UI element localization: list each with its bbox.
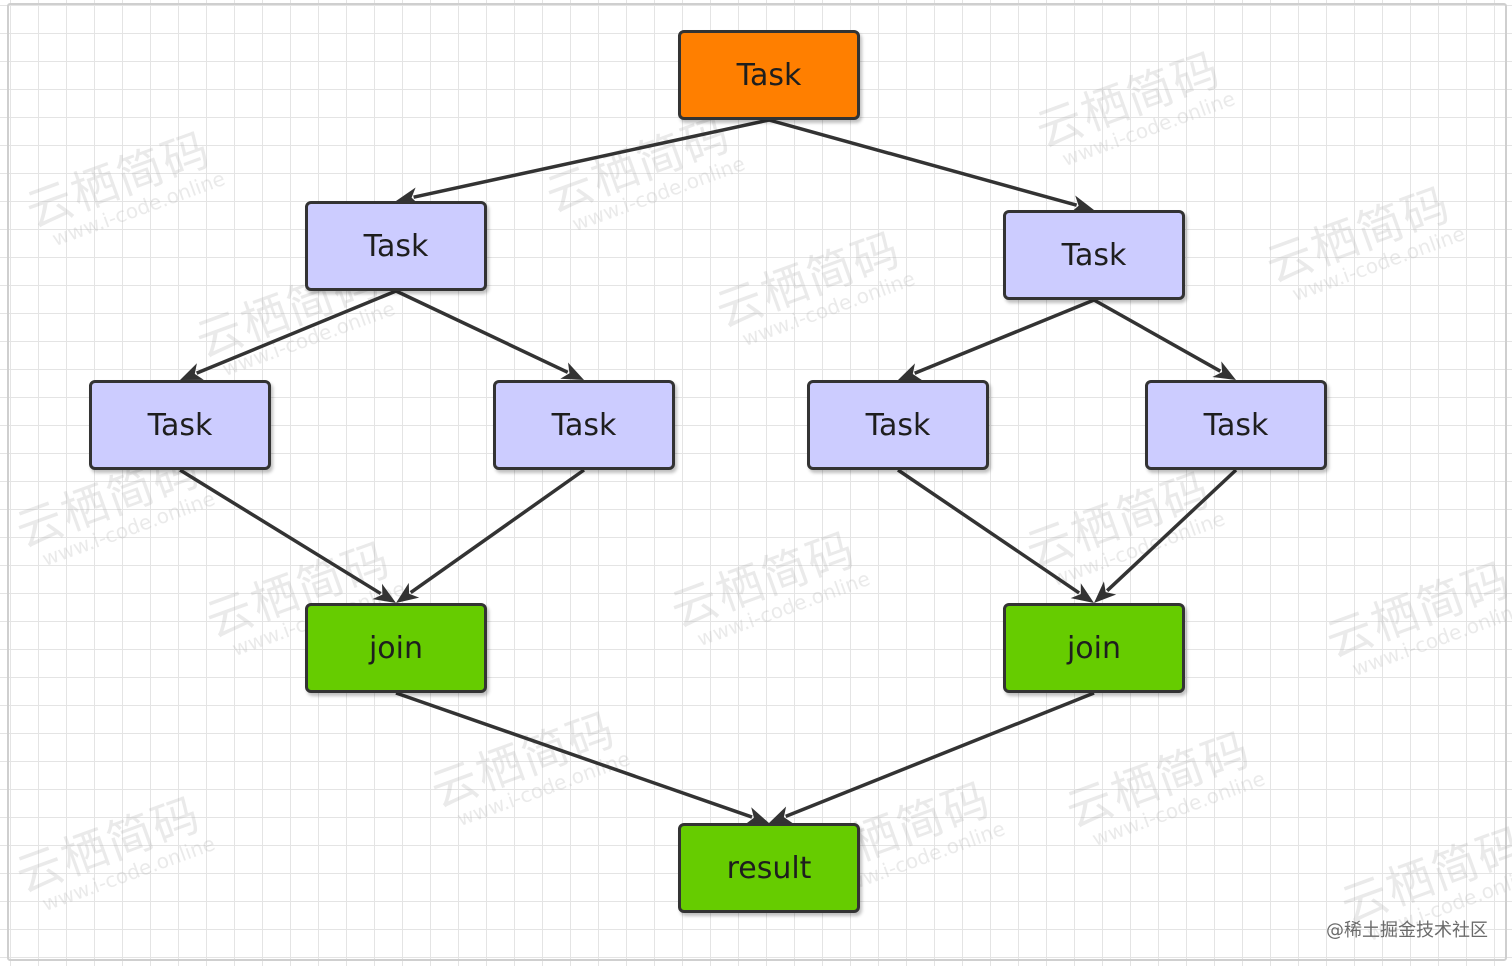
- edge-left-right-to-join-left: [396, 468, 586, 603]
- arrowhead-icon: [372, 583, 396, 603]
- arrowhead-icon: [1070, 195, 1094, 213]
- node-right-left: Task: [807, 380, 989, 470]
- edge-right-to-right-left: [898, 298, 1095, 380]
- edge-right-right-to-join-right: [1094, 468, 1238, 603]
- arrowhead-icon: [396, 582, 420, 603]
- arrowhead-icon: [1212, 361, 1236, 380]
- edge-right-left-to-join-right: [897, 468, 1094, 603]
- arrowhead-icon: [769, 806, 793, 824]
- edge-line: [785, 691, 1095, 818]
- edge-line: [1105, 468, 1238, 592]
- edge-root-to-right: [768, 118, 1094, 213]
- node-left-right: Task: [493, 380, 675, 470]
- arrowhead-icon: [180, 363, 204, 380]
- edge-line: [409, 468, 586, 595]
- node-result: result: [678, 823, 860, 913]
- edge-join-right-to-result: [769, 691, 1095, 824]
- edge-join-left-to-result: [395, 691, 769, 825]
- arrowhead-icon: [1094, 581, 1117, 603]
- edge-root-to-left: [396, 118, 770, 206]
- edge-line: [413, 118, 770, 199]
- node-join-right: join: [1003, 603, 1185, 693]
- arrowhead-icon: [1070, 583, 1094, 603]
- edge-line: [395, 691, 753, 819]
- edge-right-to-right-right: [1093, 298, 1236, 380]
- credit-text: @稀土掘金技术社区: [1326, 920, 1488, 941]
- node-left-left: Task: [89, 380, 271, 470]
- edge-left-to-left-left: [180, 289, 397, 380]
- node-right-right: Task: [1145, 380, 1327, 470]
- arrowhead-icon: [396, 187, 420, 206]
- node-right: Task: [1003, 210, 1185, 300]
- arrowhead-icon: [745, 807, 769, 825]
- arrowhead-icon: [560, 362, 584, 380]
- edge-line: [768, 118, 1078, 207]
- edge-line: [179, 468, 382, 596]
- canvas-frame: [7, 3, 1507, 961]
- edge-line: [195, 289, 397, 375]
- edge-left-to-left-right: [395, 289, 584, 380]
- edge-line: [914, 298, 1095, 375]
- edge-line: [1093, 298, 1222, 373]
- node-join-left: join: [305, 603, 487, 693]
- arrowhead-icon: [898, 363, 922, 380]
- edge-left-left-to-join-left: [179, 468, 396, 603]
- node-left: Task: [305, 201, 487, 291]
- edge-line: [897, 468, 1081, 595]
- edge-line: [395, 289, 569, 374]
- node-root: Task: [678, 30, 860, 120]
